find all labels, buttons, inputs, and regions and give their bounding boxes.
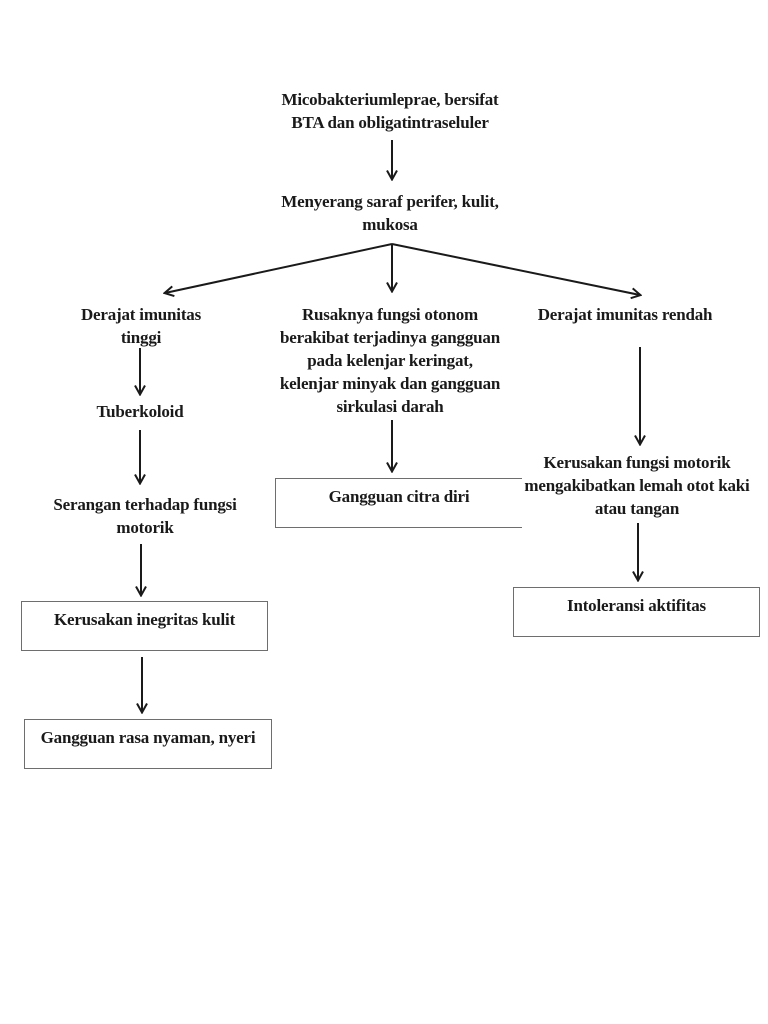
node-attack-sites: Menyerang saraf perifer, kulit, mukosa (281, 192, 499, 234)
node-tuberkoloid: Tuberkoloid (96, 402, 184, 421)
box-body-image: Gangguan citra diri (275, 478, 522, 528)
node-motor-attack: Serangan terhadap fungsi motorik (53, 495, 237, 537)
box-skin-integrity: Kerusakan inegritas kulit (21, 601, 268, 651)
node-motor-damage: Kerusakan fungsi motorik mengakibatkan l… (524, 453, 750, 518)
arrow-branch-left (165, 243, 393, 293)
box-comfort-pain: Gangguan rasa nyaman, nyeri (24, 719, 272, 769)
node-autonomic-damage: Rusaknya fungsi otonom berakibat terjadi… (279, 305, 501, 416)
arrow-branch-right (391, 243, 640, 295)
box-activity-intolerance: Intoleransi aktifitas (513, 587, 760, 637)
node-immunity-high: Derajat imunitas tinggi (80, 305, 202, 347)
node-immunity-low: Derajat imunitas rendah (537, 305, 713, 324)
node-root-bacteria: Micobakteriumleprae, bersifat BTA dan ob… (281, 90, 499, 132)
